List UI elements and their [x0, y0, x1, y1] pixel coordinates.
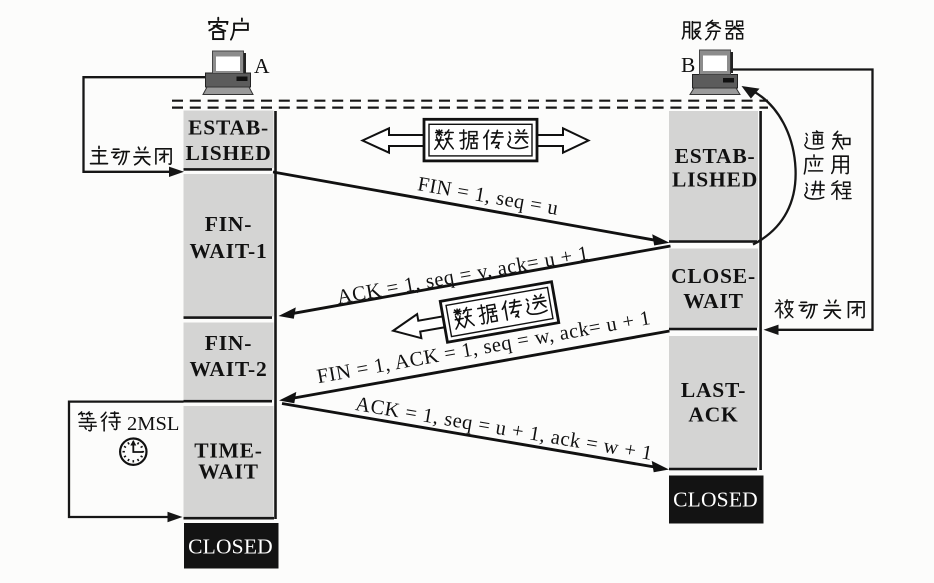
svg-text:FIN-: FIN- [205, 212, 252, 236]
svg-text:CLOSE-: CLOSE- [671, 264, 756, 288]
svg-text:LISHED: LISHED [672, 168, 758, 192]
svg-text:WAIT-1: WAIT-1 [189, 239, 267, 263]
svg-text:TIME-: TIME- [194, 439, 263, 463]
svg-text:2MSL: 2MSL [127, 413, 179, 435]
svg-text:LISHED: LISHED [185, 141, 271, 165]
svg-text:LAST-: LAST- [681, 378, 746, 402]
svg-text:WAIT: WAIT [198, 460, 259, 484]
svg-text:CLOSED: CLOSED [673, 488, 758, 512]
svg-text:WAIT-2: WAIT-2 [189, 357, 267, 381]
svg-text:FIN = 1, seq = u: FIN = 1, seq = u [416, 173, 560, 220]
svg-text:FIN-: FIN- [205, 331, 252, 355]
svg-text:ACK = 1, seq = u + 1, ack = w: ACK = 1, seq = u + 1, ack = w + 1 [354, 393, 654, 465]
svg-text:A: A [254, 54, 270, 78]
svg-text:ESTAB-: ESTAB- [675, 144, 756, 168]
svg-text:B: B [681, 53, 695, 77]
svg-text:ACK: ACK [688, 403, 738, 427]
svg-text:WAIT: WAIT [683, 289, 744, 313]
svg-text:CLOSED: CLOSED [188, 535, 273, 559]
svg-text:ESTAB-: ESTAB- [188, 116, 269, 140]
